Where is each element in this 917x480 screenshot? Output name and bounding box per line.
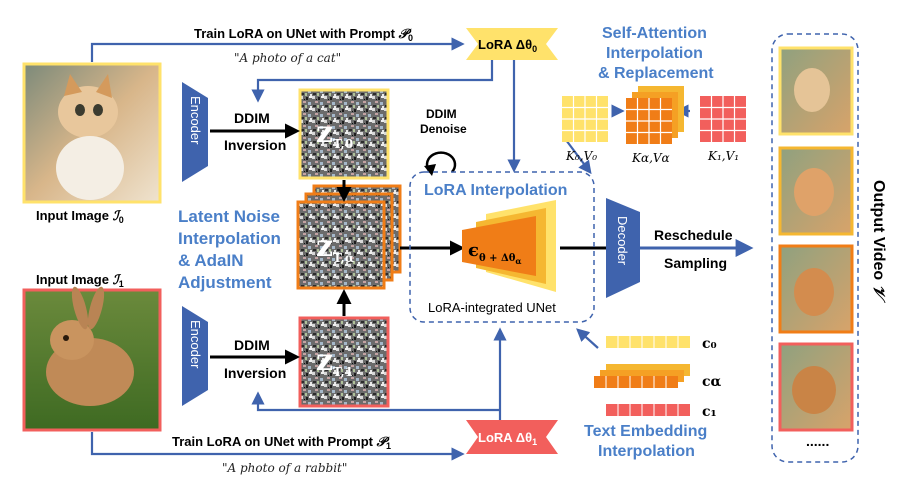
prompt1-text: "A photo of a rabbit" [222,461,347,475]
epsilon-symbol: ϵθ + Δθα [468,240,522,266]
inversion-top: Inversion [224,137,286,153]
kva-label: Kα,Vα [631,151,670,165]
lora1-label: LoRA Δθ1 [478,430,537,447]
input-image-1-label: Input Image ℐ1 [36,272,124,289]
self-attention-3: & Replacement [598,65,714,82]
output-video-label: Output Video 𝒱 [870,180,887,304]
encoder-bottom [182,306,208,406]
ca-label: cα [702,374,722,390]
train-lora-top-label: Train LoRA on UNet with Prompt 𝒫0 [194,26,413,43]
unet-block [462,200,556,292]
input-image-cat [22,62,162,204]
lora-delta-theta0 [466,28,558,60]
blue-routing [90,37,754,461]
lora-interpolation-box [409,171,595,323]
ddim-denoise-1: DDIM [426,107,457,121]
ddim-denoise-loop [425,151,457,173]
kv0-label: K₀,V₀ [565,149,597,163]
c0-label: c₀ [702,336,717,352]
encoder-top [182,82,208,182]
ddim-top: DDIM [234,110,270,126]
zt1-symbol: zT,1 [316,343,353,379]
text-embedding-ca [594,364,690,388]
noise-latent-zt1 [298,316,390,408]
lora-interpolation-title: LoRA Interpolation [424,182,567,199]
decoder-label: Decoder [615,216,630,266]
output-frame-3 [778,244,854,334]
kv0-grid [562,96,608,142]
kv1-grid [700,96,746,142]
noise-latent-zta-stack [296,184,402,290]
self-attention-1: Self-Attention [602,25,707,42]
input-image-0-label: Input Image ℐ0 [36,208,124,225]
kva-grid [626,86,684,144]
latent-label-4: Adjustment [178,273,272,292]
ddim-bottom: DDIM [234,337,270,353]
ddim-denoise-arrowhead [424,164,436,176]
reschedule-1: Reschedule [654,227,733,243]
self-attention-2: Interpolation [606,45,703,62]
kv1-label: K₁,V₁ [707,149,739,163]
output-ellipsis: ...... [806,433,829,449]
output-frame-4 [778,342,854,432]
unet-label: LoRA-integrated UNet [428,300,556,315]
text-embedding-c0 [606,336,690,348]
output-video-box [771,33,859,463]
decoder [606,198,640,298]
output-frame-1 [778,46,854,136]
noise-latent-zt0 [298,88,390,180]
ddim-denoise-2: Denoise [420,122,467,136]
inversion-bottom: Inversion [224,365,286,381]
c1-label: c₁ [702,404,717,420]
train-lora-bottom-label: Train LoRA on UNet with Prompt 𝒫1 [172,434,391,451]
lora0-label: LoRA Δθ0 [478,37,537,54]
prompt0-text: "A photo of a cat" [234,51,341,65]
latent-label-1: Latent Noise [178,207,280,226]
encoder-top-label: Encoder [188,96,203,145]
zta-symbol: zT,α [316,229,354,265]
lora-delta-theta1 [466,420,558,454]
latent-label-3: & AdaIN [178,251,244,270]
zt0-symbol: zT,0 [316,115,353,151]
text-embedding-c1 [606,404,690,416]
text-embedding-2: Interpolation [598,443,695,460]
text-embedding-1: Text Embedding [584,423,707,440]
input-image-rabbit [22,286,162,432]
reschedule-2: Sampling [664,255,727,271]
latent-label-2: Interpolation [178,229,281,248]
output-frame-2 [778,146,854,236]
encoder-bottom-label: Encoder [188,320,203,369]
